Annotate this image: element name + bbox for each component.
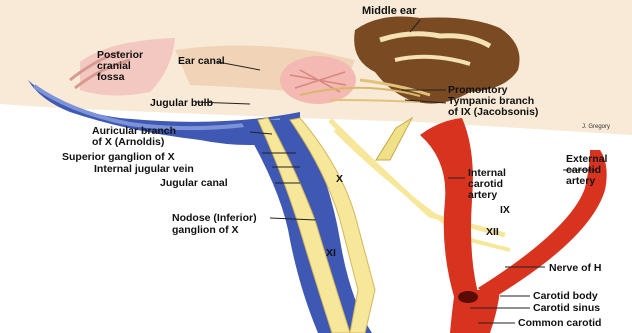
label-jugular-bulb: Jugular bulb xyxy=(150,97,213,109)
label-ear-canal: Ear canal xyxy=(178,55,225,67)
label-xii: XII xyxy=(486,226,499,238)
label-nerve-of-h: Nerve of H xyxy=(549,262,602,274)
label-ix: IX xyxy=(500,204,510,216)
label-ica-3: artery xyxy=(468,189,497,201)
label-carotid-body: Carotid body xyxy=(533,290,598,302)
label-nodose-2: ganglion of X xyxy=(172,224,239,236)
carotid-body xyxy=(458,291,478,303)
label-auricular-2: of X (Arnoldis) xyxy=(92,136,164,148)
label-common-carotid: Common carotid xyxy=(518,317,601,329)
label-tympanic-2: of IX (Jacobsonis) xyxy=(448,106,538,118)
artist-signature: J. Gregory xyxy=(582,124,610,130)
label-eca-3: artery xyxy=(566,175,595,187)
label-superior-ganglion: Superior ganglion of X xyxy=(62,151,175,163)
label-carotid-sinus: Carotid sinus xyxy=(533,302,600,314)
label-internal-jugular-vein: Internal jugular vein xyxy=(94,163,194,175)
label-xi: XI xyxy=(326,247,336,259)
label-x: X xyxy=(336,173,343,185)
label-fossa: fossa xyxy=(97,71,125,83)
label-middle-ear: Middle ear xyxy=(362,5,417,17)
label-nodose-1: Nodose (Inferior) xyxy=(172,212,257,224)
label-jugular-canal: Jugular canal xyxy=(160,177,228,189)
